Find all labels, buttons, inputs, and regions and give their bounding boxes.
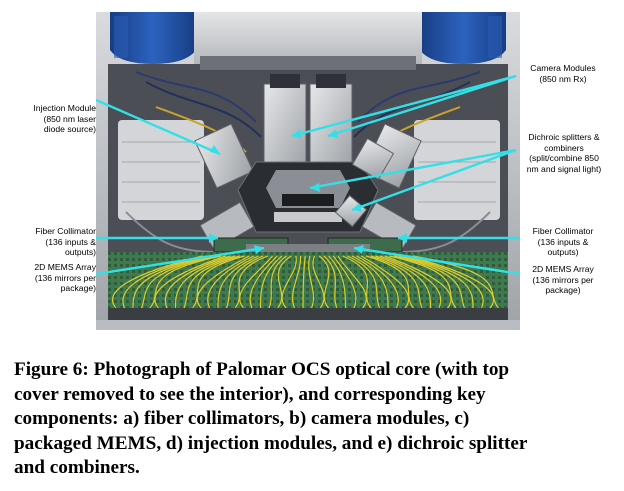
figure-panel: Injection Module (850 nm laser diode sou…	[33, 12, 602, 330]
label-fiber-collimator-right: Fiber Collimator (136 inputs & outputs)	[532, 226, 594, 257]
label-dichroic: Dichroic splitters & combiners (split/co…	[526, 132, 602, 174]
camera-modules	[263, 74, 353, 171]
callout-arrows	[96, 74, 520, 276]
label-mems-right: 2D MEMS Array (136 mirrors per package)	[532, 264, 594, 295]
left-housing	[118, 120, 204, 220]
caption-line: components: a) fiber collimators, b) cam…	[14, 408, 470, 429]
top-plate	[194, 12, 422, 64]
caption-line: packaged MEMS, d) injection modules, and…	[14, 432, 528, 454]
caption-line: and combiners.	[14, 457, 140, 478]
figure-caption: Figure 6: Photograph of Palomar OCS opti…	[14, 358, 614, 481]
label-fiber-collimator-left: Fiber Collimator (136 inputs & outputs)	[35, 226, 96, 257]
label-camera-modules: Camera Modules (850 nm Rx)	[530, 63, 596, 84]
blue-panels	[110, 12, 506, 64]
label-mems-left: 2D MEMS Array (136 mirrors per package)	[34, 262, 96, 293]
caption-line: Figure 6: Photograph of Palomar OCS opti…	[14, 359, 510, 380]
caption-line: cover removed to see the interior), and …	[14, 383, 486, 405]
label-injection-module: Injection Module (850 nm laser diode sou…	[33, 103, 96, 134]
right-housing	[414, 120, 500, 220]
dichroic-blocks	[334, 137, 395, 228]
ocs-photograph	[96, 12, 520, 330]
